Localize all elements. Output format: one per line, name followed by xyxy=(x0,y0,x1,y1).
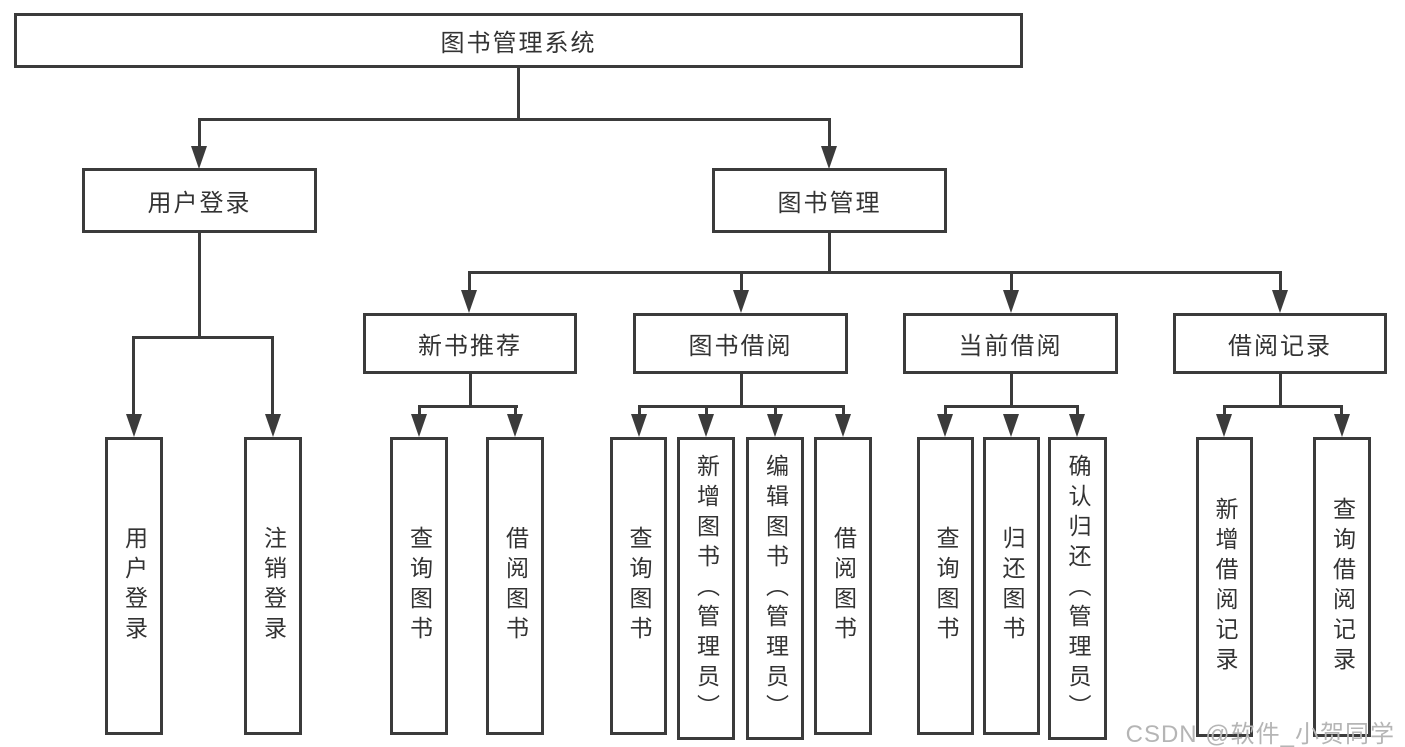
arrow-down-icon xyxy=(733,290,749,313)
arrow-down-icon xyxy=(1003,290,1019,313)
connector-line xyxy=(418,405,421,419)
node-library-management-system: 图书管理系统 xyxy=(14,13,1023,68)
connector-line xyxy=(842,405,845,419)
connector-line xyxy=(740,374,743,408)
connector-line xyxy=(1223,405,1226,419)
connector-line xyxy=(638,405,641,419)
leaf-borrow-add-book-admin: 新增图书（管理员） xyxy=(677,437,735,740)
arrow-down-icon xyxy=(265,414,281,437)
leaf-current-query-book: 查询图书 xyxy=(917,437,974,735)
connector-line xyxy=(1223,405,1343,408)
arrow-down-icon xyxy=(1069,414,1085,437)
arrow-down-icon xyxy=(698,414,714,437)
leaf-borrow-borrow-book: 借阅图书 xyxy=(814,437,872,735)
node-current-borrow: 当前借阅 xyxy=(903,313,1118,374)
connector-line xyxy=(468,271,471,297)
csdn-watermark: CSDN @软件_小贺同学 xyxy=(1125,721,1395,747)
arrow-down-icon xyxy=(1272,290,1288,313)
arrow-down-icon xyxy=(1334,414,1350,437)
connector-line xyxy=(198,118,201,150)
leaf-logout: 注销登录 xyxy=(244,437,302,735)
connector-line xyxy=(1010,374,1013,408)
arrow-down-icon xyxy=(191,146,207,169)
node-user-login: 用户登录 xyxy=(82,168,317,233)
connector-line xyxy=(828,118,831,150)
connector-line xyxy=(1279,271,1282,297)
arrow-down-icon xyxy=(1216,414,1232,437)
connector-line xyxy=(774,405,777,419)
connector-line xyxy=(944,405,1079,408)
leaf-newrec-query-book: 查询图书 xyxy=(390,437,448,735)
connector-line xyxy=(944,405,947,419)
connector-line xyxy=(740,271,743,297)
leaf-borrow-edit-book-admin: 编辑图书（管理员） xyxy=(746,437,804,740)
node-book-borrow: 图书借阅 xyxy=(633,313,848,374)
connector-line xyxy=(828,233,831,274)
leaf-user-login: 用户登录 xyxy=(105,437,163,735)
arrow-down-icon xyxy=(767,414,783,437)
leaf-newrec-borrow-book: 借阅图书 xyxy=(486,437,544,735)
connector-line xyxy=(1279,374,1282,408)
arrow-down-icon xyxy=(411,414,427,437)
arrow-down-icon xyxy=(507,414,523,437)
leaf-records-add-borrow-record: 新增借阅记录 xyxy=(1196,437,1253,737)
node-borrow-records: 借阅记录 xyxy=(1173,313,1387,374)
leaf-records-query-borrow-record: 查询借阅记录 xyxy=(1313,437,1371,737)
leaf-current-confirm-return-admin: 确认归还（管理员） xyxy=(1048,437,1107,740)
arrow-down-icon xyxy=(126,414,142,437)
connector-line xyxy=(418,405,518,408)
arrow-down-icon xyxy=(937,414,953,437)
arrow-down-icon xyxy=(631,414,647,437)
arrow-down-icon xyxy=(821,146,837,169)
connector-line xyxy=(132,336,274,339)
connector-line xyxy=(1076,405,1079,419)
arrow-down-icon xyxy=(1003,414,1019,437)
connector-line xyxy=(132,336,135,417)
connector-line xyxy=(469,374,472,408)
connector-line xyxy=(198,233,201,339)
connector-line xyxy=(1010,271,1013,297)
connector-line xyxy=(517,68,520,120)
leaf-current-return-book: 归还图书 xyxy=(983,437,1040,735)
connector-line xyxy=(514,405,517,419)
connector-line xyxy=(271,336,274,417)
connector-line xyxy=(705,405,708,419)
node-new-book-recommend: 新书推荐 xyxy=(363,313,577,374)
connector-line xyxy=(198,118,831,121)
arrow-down-icon xyxy=(461,290,477,313)
connector-line xyxy=(468,271,1282,274)
connector-line xyxy=(1340,405,1343,419)
arrow-down-icon xyxy=(835,414,851,437)
connector-line xyxy=(638,405,845,408)
leaf-borrow-query-book: 查询图书 xyxy=(610,437,667,735)
node-book-management: 图书管理 xyxy=(712,168,947,233)
